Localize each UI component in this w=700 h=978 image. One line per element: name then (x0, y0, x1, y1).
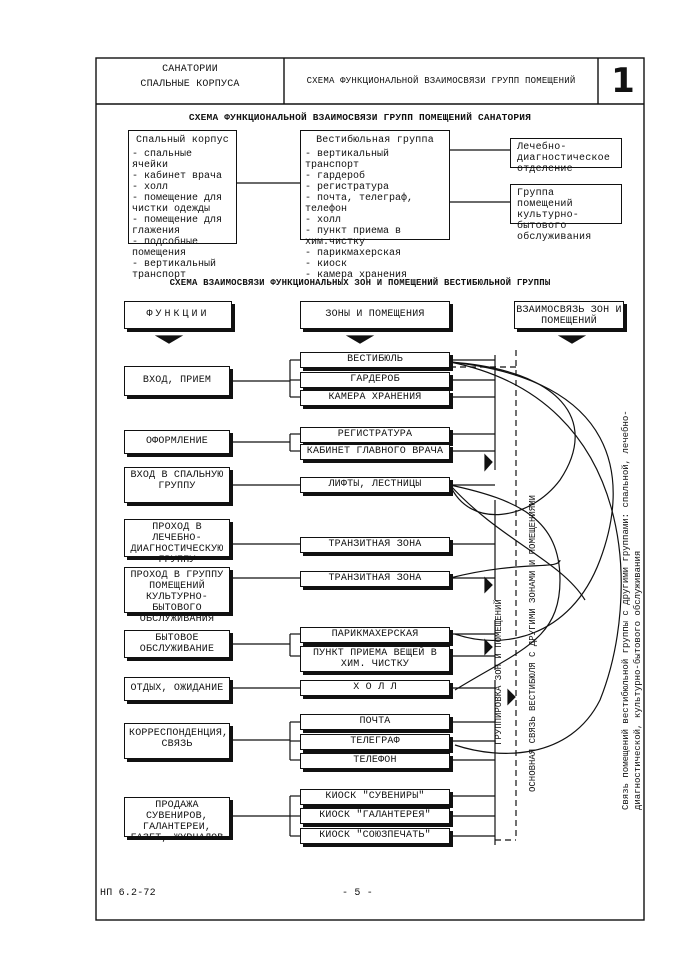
zone-box: КИОСК "СОЮЗПЕЧАТЬ" (300, 828, 450, 844)
zone-box: ПУНКТ ПРИЕМА ВЕЩЕЙ В ХИМ. ЧИСТКУ (300, 646, 450, 672)
header-center-title: СХЕМА ФУНКЦИОНАЛЬНОЙ ВЗАИМОСВЯЗИ ГРУПП П… (306, 76, 576, 86)
function-box: ОТДЫХ, ОЖИДАНИЕ (124, 677, 230, 701)
function-box: ВХОД В СПАЛЬНУЮ ГРУППУ (124, 467, 230, 503)
function-box: ПРОХОД В ГРУППУ ПОМЕЩЕНИЙ КУЛЬТУРНО-БЫТО… (124, 567, 230, 625)
zone-box: ТРАНЗИТНАЯ ЗОНА (300, 571, 450, 587)
cultural-block-box: Группа помещений культурно-бытового обсл… (510, 184, 622, 243)
links-column-header: ВЗАИМОСВЯЗЬ ЗОН И ПОМЕЩЕНИЙ (514, 301, 624, 329)
sleeping-block-list: спальные ячейкикабинет врачахоллпомещени… (132, 149, 233, 281)
sleeping-block-box: Спальный корпус спальные ячейкикабинет в… (128, 130, 237, 281)
sleeping-list-item: вертикальный транспорт (132, 259, 233, 281)
function-box: ПРОДАЖА СУВЕНИРОВ, ГАЛАНТЕРЕИ, ГАЗЕТ, ЖУ… (124, 797, 230, 844)
vestibule-block-title: Вестибюльная группа (316, 135, 434, 146)
zone-box: КИОСК "СУВЕНИРЫ" (300, 789, 450, 805)
sleeping-list-item: подсобные помещения (132, 237, 233, 259)
zone-box: КИОСК "ГАЛАНТЕРЕЯ" (300, 808, 450, 824)
zone-box: КАМЕРА ХРАНЕНИЯ (300, 390, 450, 406)
vestibule-list-item: камера хранения (305, 270, 445, 281)
document-code: НП 6.2-72 (100, 888, 156, 899)
vestibule-list-item: почта, телеграф, телефон (305, 193, 445, 215)
vestibule-list-item: киоск (305, 259, 445, 270)
sleeping-block-title: Спальный корпус (135, 135, 229, 146)
vestibule-block-list: вертикальный транспортгардеробрегистрату… (305, 149, 445, 281)
sleeping-list-item: помещение для чистки одежды (132, 193, 233, 215)
vestibule-list-item: вертикальный транспорт (305, 149, 445, 171)
vestibule-list-item: гардероб (305, 171, 445, 182)
sleeping-list-item: кабинет врача (132, 171, 233, 182)
vestibule-list-item: регистратура (305, 182, 445, 193)
scheme1-title: СХЕМА ФУНКЦИОНАЛЬНОЙ ВЗАИМОСВЯЗИ ГРУПП П… (188, 112, 532, 123)
vestibule-list-item: парикмахерская (305, 248, 445, 259)
sleeping-list-item: холл (132, 182, 233, 193)
sleeping-list-item: спальные ячейки (132, 149, 233, 171)
zone-box: ТРАНЗИТНАЯ ЗОНА (300, 537, 450, 553)
function-box: ОФОРМЛЕНИЕ (124, 430, 230, 454)
scheme2-title: СХЕМА ВЗАИМОСВЯЗИ ФУНКЦИОНАЛЬНЫХ ЗОН И П… (169, 278, 551, 288)
function-box: БЫТОВОЕ ОБСЛУЖИВАНИЕ (124, 630, 230, 658)
header-left-title: САНАТОРИИ СПАЛЬНЫЕ КОРПУСА (140, 64, 240, 90)
vestibule-list-item: пункт приема в хим.чистку (305, 226, 445, 248)
zone-box: ВЕСТИБЮЛЬ (300, 352, 450, 368)
vertical-label-grouping: ГРУППИРОВКА ЗОН И ПОМЕЩЕНИЙ (494, 599, 504, 745)
medical-block-box: Лечебно-диагностическое отделение (510, 138, 622, 175)
sleeping-list-item: помещение для глажения (132, 215, 233, 237)
zone-box: РЕГИСТРАТУРА (300, 427, 450, 443)
function-box: КОРРЕСПОНДЕНЦИЯ, СВЯЗЬ (124, 723, 230, 759)
functions-column-header: ФУНКЦИИ (124, 301, 232, 329)
function-box: ВХОД, ПРИЕМ (124, 366, 230, 396)
zone-box: ТЕЛЕГРАФ (300, 734, 450, 750)
vestibule-list-item: холл (305, 215, 445, 226)
zone-box: КАБИНЕТ ГЛАВНОГО ВРАЧА (300, 444, 450, 460)
page-number: - 5 - (342, 888, 374, 899)
zone-box: Х О Л Л (300, 680, 450, 696)
sheet-number: 1 (611, 61, 635, 101)
vestibule-block-box: Вестибюльная группа вертикальный транспо… (300, 130, 450, 281)
zone-box: ТЕЛЕФОН (300, 753, 450, 769)
vertical-label-main-link: ОСНОВНАЯ СВЯЗЬ ВЕСТИБЮЛЯ С ДРУГИМИ ЗОНАМ… (528, 494, 538, 792)
zone-box: ЛИФТЫ, ЛЕСТНИЦЫ (300, 477, 450, 493)
side-note: Связь помещений вестибюльной группы с др… (621, 410, 643, 810)
zone-box: ГАРДЕРОБ (300, 372, 450, 388)
function-box: ПРОХОД В ЛЕЧЕБНО-ДИАГНОСТИЧЕСКУЮ ГРУППУ (124, 519, 230, 566)
zone-box: ПОЧТА (300, 714, 450, 730)
zones-column-header: ЗОНЫ И ПОМЕЩЕНИЯ (300, 301, 450, 329)
zone-box: ПАРИКМАХЕРСКАЯ (300, 627, 450, 643)
